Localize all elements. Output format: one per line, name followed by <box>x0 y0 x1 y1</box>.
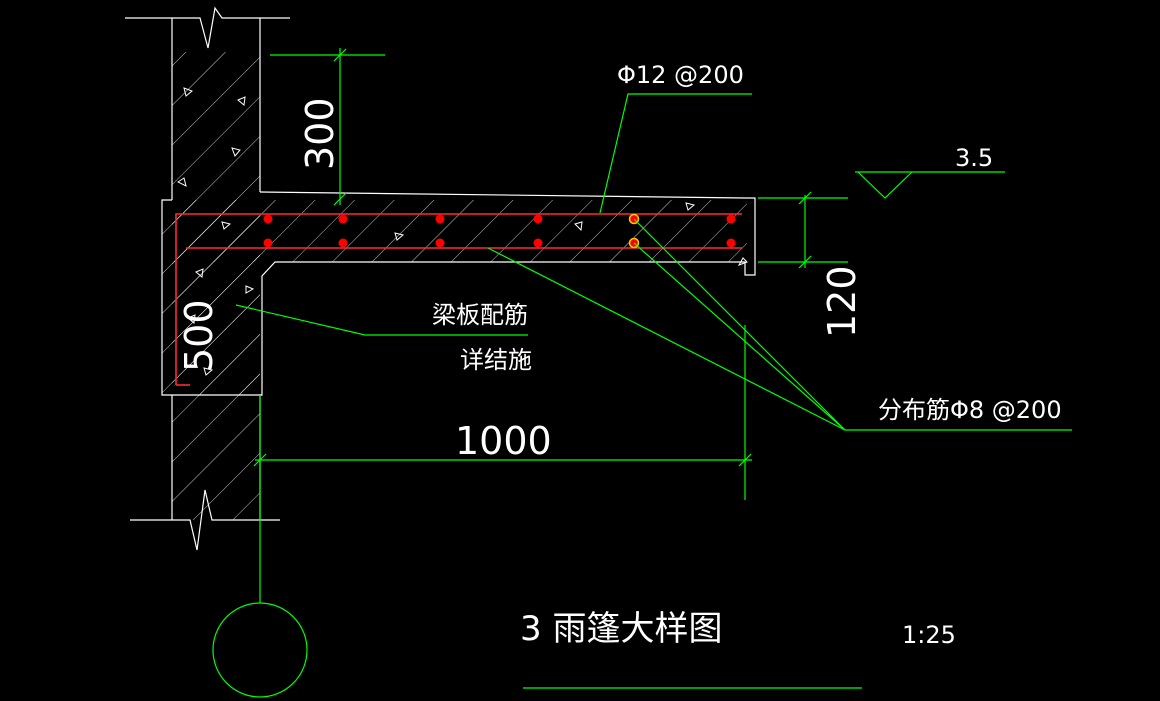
concrete-outline <box>161 18 756 520</box>
dim-300-label: 300 <box>298 97 342 170</box>
beam-note-line2: 详结施 <box>460 346 532 374</box>
rebar <box>175 213 742 386</box>
dim-500-label: 500 <box>177 299 221 372</box>
axis-circle <box>212 602 308 698</box>
leader-lines <box>212 48 1072 698</box>
dim-120-label: 120 <box>820 265 864 338</box>
top-rebar-label: Φ12 @200 <box>617 61 744 89</box>
elevation-label: 3.5 <box>955 144 993 172</box>
drawing-title: 3 雨篷大样图 <box>520 609 722 649</box>
rebar-dots-bottom <box>263 237 736 249</box>
top-rebar-line <box>175 213 742 385</box>
beam-note-line1: 梁板配筋 <box>432 301 528 329</box>
distribution-rebar-label: 分布筋Φ8 @200 <box>878 396 1062 424</box>
dim-1000-label: 1000 <box>455 419 552 463</box>
break-lines <box>125 6 290 551</box>
wall-hatch <box>162 52 748 520</box>
scale-label: 1:25 <box>902 621 956 649</box>
